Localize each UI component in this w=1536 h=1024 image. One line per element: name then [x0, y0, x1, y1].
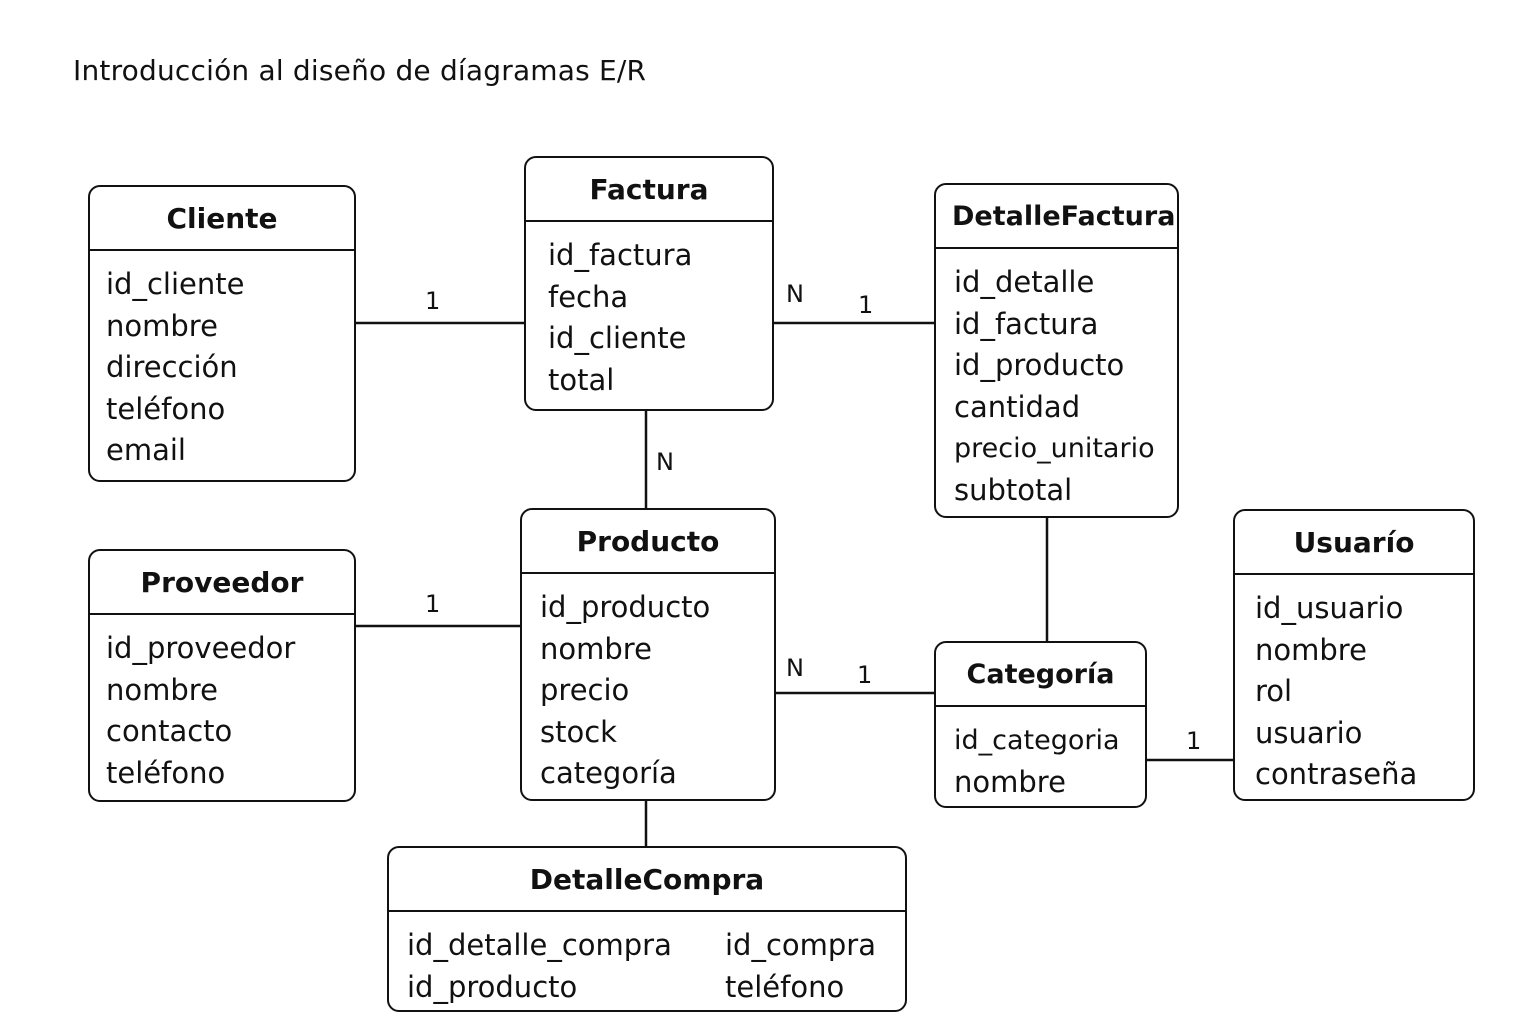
attribute: id_categoria — [954, 725, 1120, 756]
entity-usuario: Usuarío id_usuario nombre rol usuario co… — [1233, 509, 1475, 801]
cardinality-proveedor-producto: 1 — [425, 590, 441, 618]
cardinality-producto-categoria-n: N — [786, 654, 804, 682]
attribute: id_producto — [540, 590, 711, 624]
attribute: nombre — [106, 308, 218, 343]
entity-detallefactura-attributes: id_detalle id_factura id_producto cantid… — [936, 249, 1177, 511]
attribute: nombre — [106, 672, 218, 707]
cardinality-cliente-factura: 1 — [425, 287, 441, 315]
entity-proveedor: Proveedor id_proveedor nombre contacto t… — [88, 549, 356, 802]
attribute: dirección — [106, 350, 238, 384]
entity-detallecompra-name: DetalleCompra — [389, 848, 905, 912]
diagram-title: Introducción al diseño de díagramas E/R — [73, 54, 647, 87]
entity-factura-name: Factura — [526, 158, 772, 222]
attribute: nombre — [1255, 632, 1367, 667]
attribute: id_factura — [548, 238, 693, 272]
attribute: email — [106, 433, 186, 467]
entity-usuario-name: Usuarío — [1235, 511, 1473, 575]
attribute: id_producto — [954, 348, 1125, 382]
attribute: stock — [540, 714, 617, 749]
attribute: id_producto — [407, 969, 578, 1004]
attribute: teléfono — [106, 391, 226, 426]
attribute: id_cliente — [106, 267, 245, 301]
attribute: subtotal — [954, 472, 1073, 507]
attribute: id_detalle — [954, 265, 1095, 299]
entity-factura: Factura id_factura fecha id_cliente tota… — [524, 156, 774, 411]
attribute: nombre — [954, 764, 1066, 799]
attribute: teléfono — [725, 969, 845, 1004]
entity-cliente: Cliente id_cliente nombre dirección telé… — [88, 185, 356, 482]
cardinality-factura-producto: N — [656, 448, 674, 476]
entity-producto-attributes: id_producto nombre precio stock categorí… — [522, 574, 774, 795]
entity-detallefactura-name: DetalleFactura — [936, 185, 1177, 249]
entity-detallefactura: DetalleFactura id_detalle id_factura id_… — [934, 183, 1179, 518]
entity-factura-attributes: id_factura fecha id_cliente total — [526, 222, 772, 401]
attribute: contraseña — [1255, 757, 1418, 791]
entity-producto-name: Producto — [522, 510, 774, 574]
entity-categoria-name: Categoría — [936, 643, 1145, 707]
entity-cliente-attributes: id_cliente nombre dirección teléfono ema… — [90, 251, 354, 472]
attribute: id_factura — [954, 306, 1099, 341]
attribute: precio — [540, 673, 630, 707]
attribute: fecha — [548, 279, 629, 314]
entity-cliente-name: Cliente — [90, 187, 354, 251]
attribute: id_usuario — [1255, 591, 1404, 625]
attribute: id_cliente — [548, 321, 687, 355]
attribute: total — [548, 362, 615, 397]
attribute: id_compra — [725, 928, 877, 962]
cardinality-factura-detalle-1: 1 — [858, 291, 874, 319]
cardinality-producto-categoria-1: 1 — [857, 661, 873, 689]
cardinality-categoria-usuario: 1 — [1186, 727, 1202, 755]
entity-detallecompra-attributes: id_detalle_compra id_producto id_compra … — [389, 912, 905, 1008]
attribute: rol — [1255, 674, 1293, 708]
entity-categoria-attributes: id_categoria nombre — [936, 707, 1145, 803]
attribute: precio_unitario — [954, 433, 1155, 464]
entity-proveedor-name: Proveedor — [90, 551, 354, 615]
attribute: cantidad — [954, 389, 1081, 424]
attribute: usuario — [1255, 715, 1363, 750]
attribute: nombre — [540, 631, 652, 666]
entity-categoria: Categoría id_categoria nombre — [934, 641, 1147, 808]
entity-usuario-attributes: id_usuario nombre rol usuario contraseña — [1235, 575, 1473, 796]
attribute: id_proveedor — [106, 631, 296, 665]
attribute: id_detalle_compra — [407, 928, 672, 962]
attribute: categoría — [540, 756, 677, 790]
entity-producto: Producto id_producto nombre precio stock… — [520, 508, 776, 801]
attribute: contacto — [106, 714, 233, 748]
entity-proveedor-attributes: id_proveedor nombre contacto teléfono — [90, 615, 354, 794]
attribute: teléfono — [106, 755, 226, 790]
entity-detallecompra: DetalleCompra id_detalle_compra id_produ… — [387, 846, 907, 1012]
cardinality-factura-detalle-n: N — [786, 280, 804, 308]
